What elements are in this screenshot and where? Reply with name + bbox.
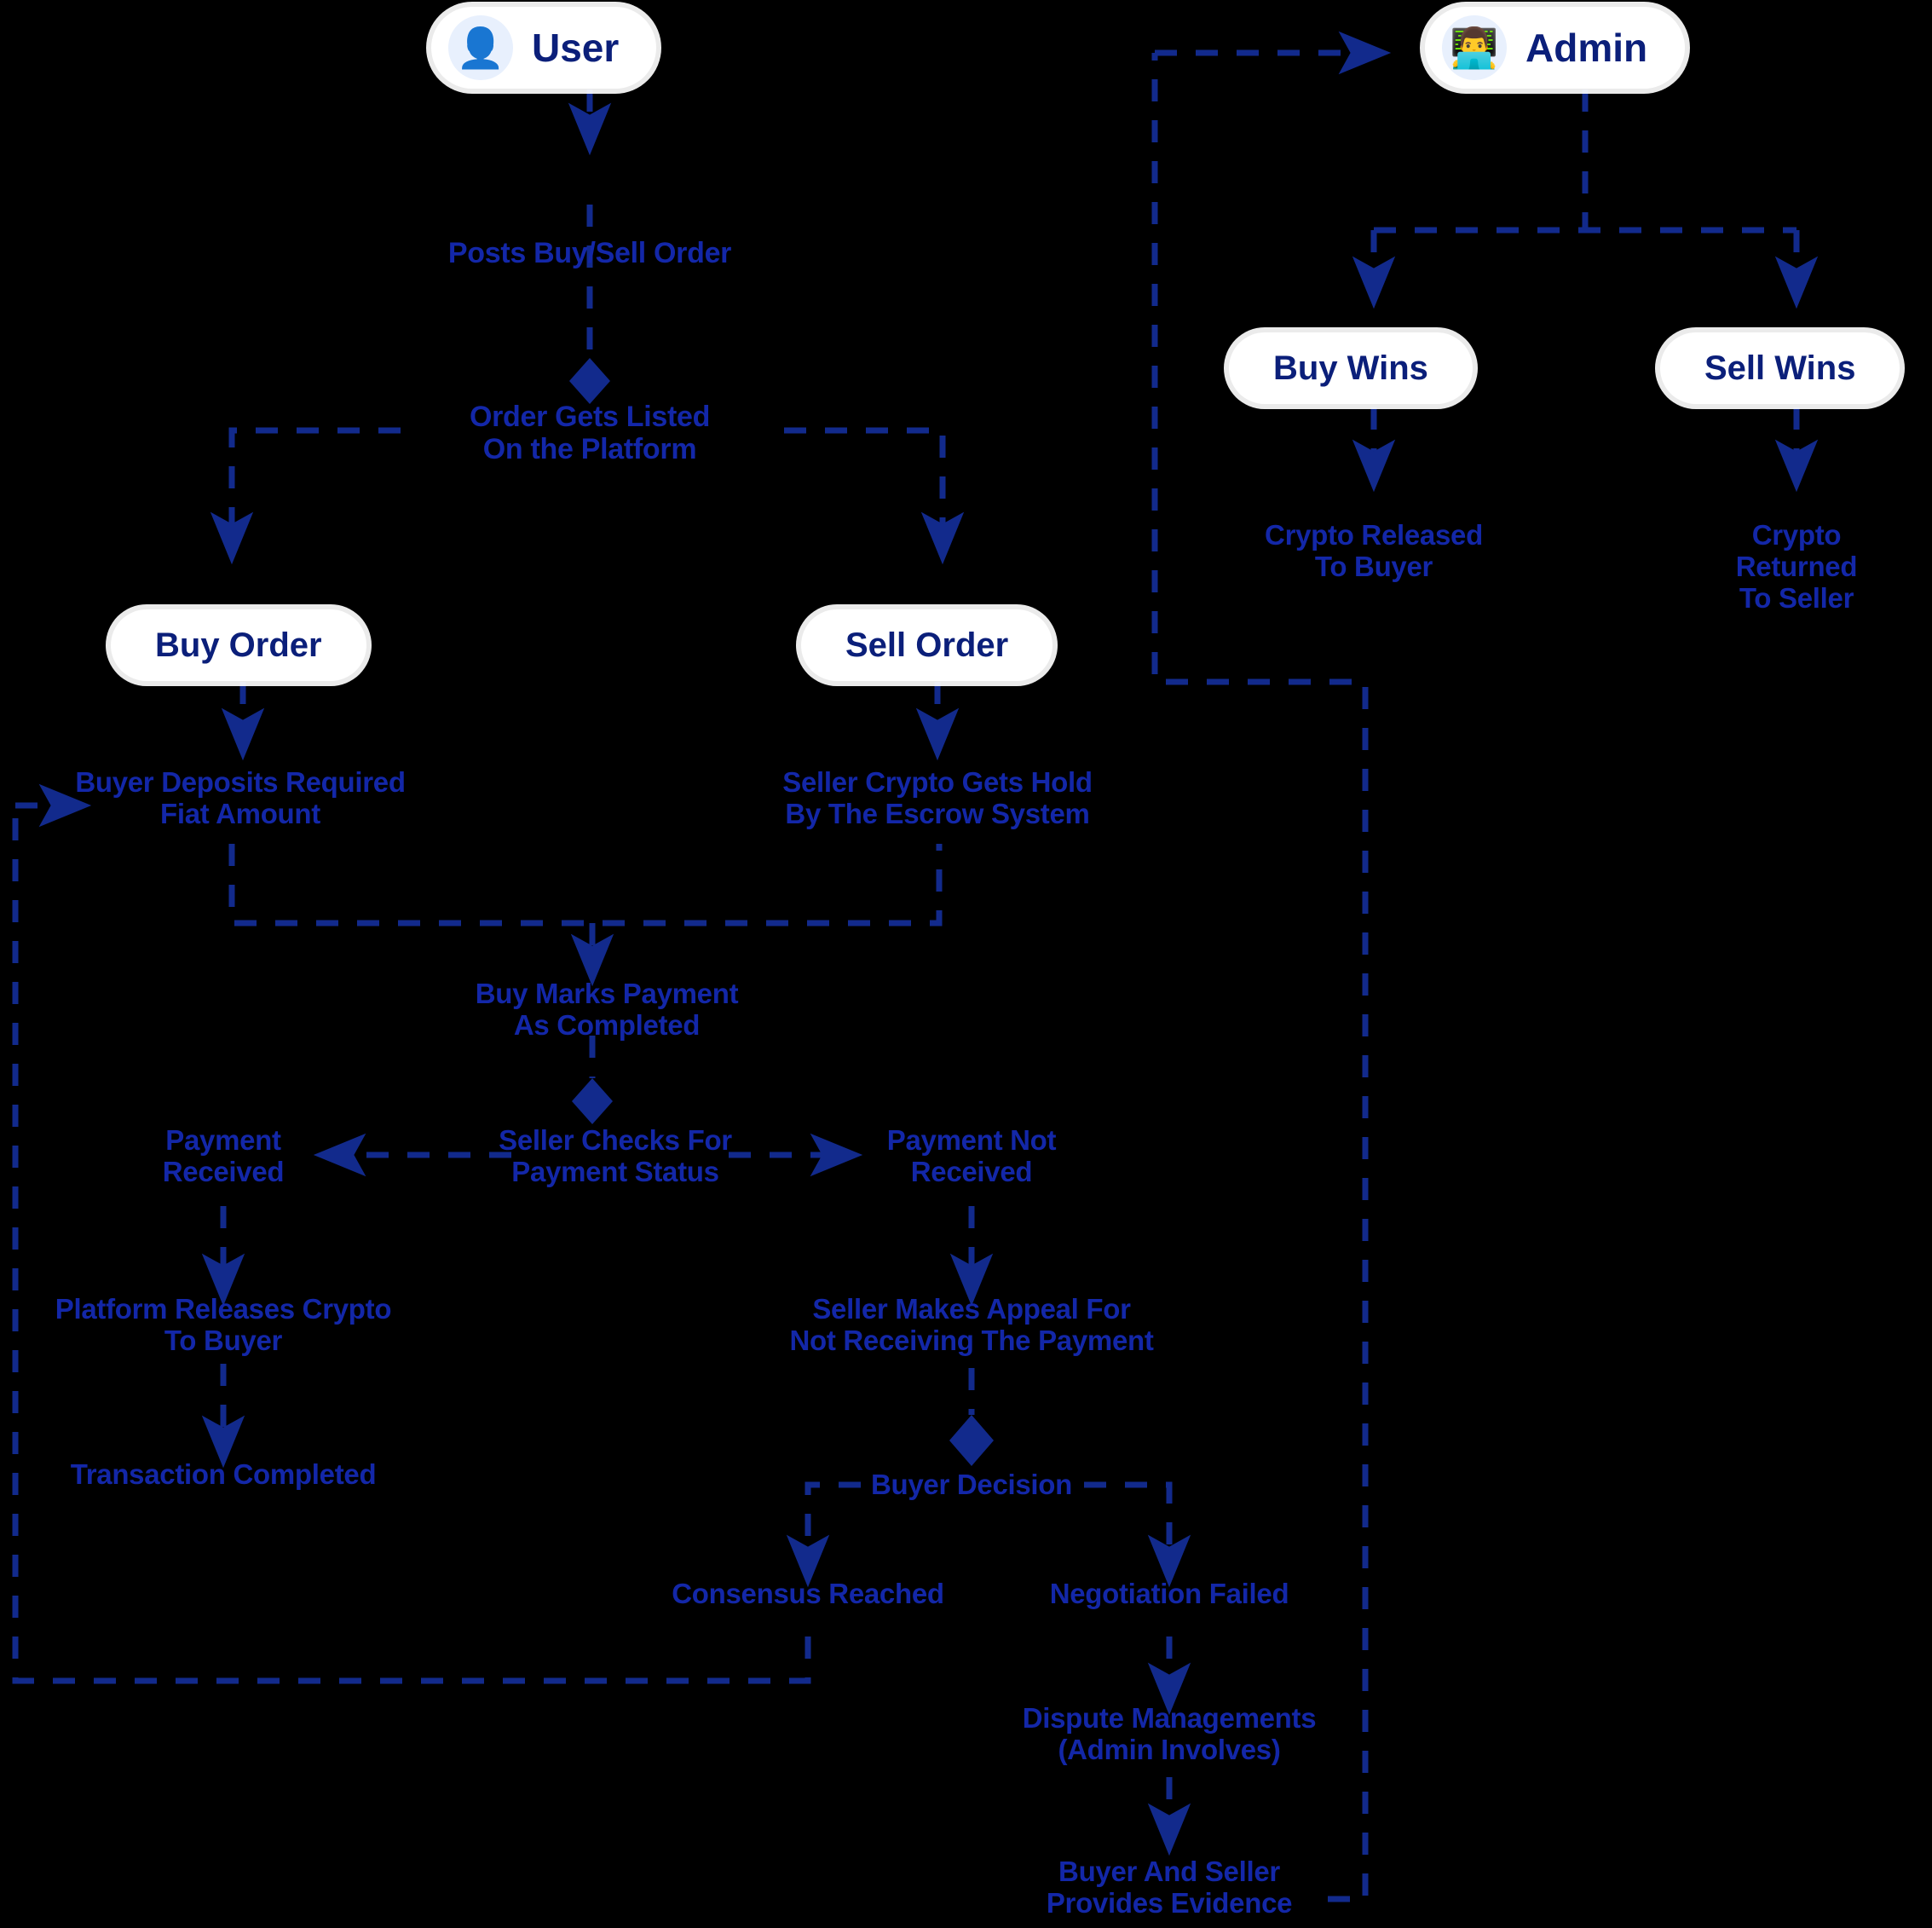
node-posts-order: Posts Buy/Sell Order (447, 237, 732, 269)
node-seller-checks-payment-line2: Payment Status (511, 1155, 719, 1187)
actor-admin-label: Admin (1525, 26, 1648, 70)
node-provides-evidence-line1: Buyer And Seller (1058, 1856, 1280, 1887)
node-provides-evidence: Buyer And Seller Provides Evidence (1046, 1856, 1293, 1919)
node-payment-received: Payment Received (162, 1124, 285, 1188)
node-transaction-completed: Transaction Completed (70, 1458, 377, 1491)
node-buy-marks-payment: Buy Marks Payment As Completed (476, 978, 739, 1042)
node-buyer-decision-line1: Buyer Decision (870, 1469, 1073, 1500)
node-buyer-deposits-line2: Fiat Amount (160, 797, 320, 829)
node-payment-received-line1: Payment (165, 1124, 281, 1156)
node-provides-evidence-line2: Provides Evidence (1046, 1886, 1293, 1919)
node-buy-wins[interactable]: Buy Wins (1229, 332, 1473, 404)
node-sell-order-label: Sell Order (845, 626, 1009, 664)
node-buyer-deposits-line1: Buyer Deposits Required (75, 766, 406, 798)
node-payment-not-received-line2: Received (910, 1155, 1033, 1187)
node-seller-makes-appeal-line2: Not Receiving The Payment (789, 1324, 1154, 1356)
node-sell-wins-label: Sell Wins (1704, 349, 1856, 387)
node-sell-order[interactable]: Sell Order (801, 609, 1053, 681)
node-negotiation-failed-line1: Negotiation Failed (1049, 1578, 1289, 1609)
admin-support-agent-icon: 👨‍💻 (1442, 15, 1507, 80)
node-seller-crypto-escrow-line2: By The Escrow System (785, 797, 1090, 829)
actor-user-label: User (532, 26, 620, 70)
node-dispute-managements-line1: Dispute Managements (1022, 1702, 1317, 1734)
node-negotiation-failed: Negotiation Failed (1049, 1578, 1289, 1610)
node-payment-not-received-line1: Payment Not (886, 1124, 1057, 1156)
node-platform-releases-crypto-line2: To Buyer (164, 1324, 283, 1356)
node-buyer-deposits: Buyer Deposits Required Fiat Amount (75, 766, 406, 830)
node-payment-not-received: Payment Not Received (886, 1124, 1057, 1188)
node-crypto-returned-line2: To Seller (1739, 581, 1854, 614)
node-platform-releases-crypto: Platform Releases Crypto To Buyer (55, 1293, 392, 1357)
decision-diamonds (569, 358, 994, 1466)
node-buy-marks-payment-line2: As Completed (513, 1008, 701, 1041)
actor-admin[interactable]: 👨‍💻 Admin (1425, 7, 1686, 89)
node-crypto-returned-line1: Crypto Returned (1735, 519, 1858, 582)
node-order-listed: Order Gets Listed On the Platform (470, 401, 710, 465)
node-crypto-returned: Crypto Returned To Seller (1729, 519, 1865, 615)
node-seller-makes-appeal-line1: Seller Makes Appeal For (812, 1293, 1131, 1325)
node-crypto-released: Crypto Released To Buyer (1265, 519, 1483, 583)
node-consensus-reached-line1: Consensus Reached (672, 1578, 944, 1609)
node-order-listed-line2: On the Platform (482, 433, 697, 466)
node-buy-order-label: Buy Order (155, 626, 322, 664)
node-sell-wins[interactable]: Sell Wins (1660, 332, 1900, 404)
actor-user[interactable]: 👤 User (431, 7, 657, 89)
node-buy-order[interactable]: Buy Order (111, 609, 366, 681)
node-transaction-completed-line1: Transaction Completed (70, 1458, 377, 1490)
node-dispute-managements: Dispute Managements (Admin Involves) (1022, 1702, 1317, 1766)
node-crypto-released-line1: Crypto Released (1265, 519, 1483, 551)
node-crypto-released-line2: To Buyer (1314, 550, 1433, 582)
node-seller-crypto-escrow: Seller Crypto Gets Hold By The Escrow Sy… (782, 766, 1093, 830)
node-seller-checks-payment: Seller Checks For Payment Status (499, 1124, 732, 1188)
user-avatar-icon: 👤 (448, 15, 513, 80)
node-seller-makes-appeal: Seller Makes Appeal For Not Receiving Th… (789, 1293, 1154, 1357)
node-buy-wins-label: Buy Wins (1273, 349, 1428, 387)
node-posts-order-line1: Posts Buy/Sell Order (447, 237, 732, 269)
node-platform-releases-crypto-line1: Platform Releases Crypto (55, 1293, 392, 1325)
node-buyer-decision: Buyer Decision (871, 1469, 1072, 1501)
node-order-listed-line1: Order Gets Listed (469, 401, 711, 433)
node-buy-marks-payment-line1: Buy Marks Payment (475, 978, 739, 1009)
node-payment-received-line2: Received (162, 1155, 285, 1187)
node-consensus-reached: Consensus Reached (672, 1578, 944, 1610)
node-seller-crypto-escrow-line1: Seller Crypto Gets Hold (782, 766, 1093, 798)
node-seller-checks-payment-line1: Seller Checks For (499, 1124, 732, 1156)
node-dispute-managements-line2: (Admin Involves) (1058, 1733, 1281, 1765)
